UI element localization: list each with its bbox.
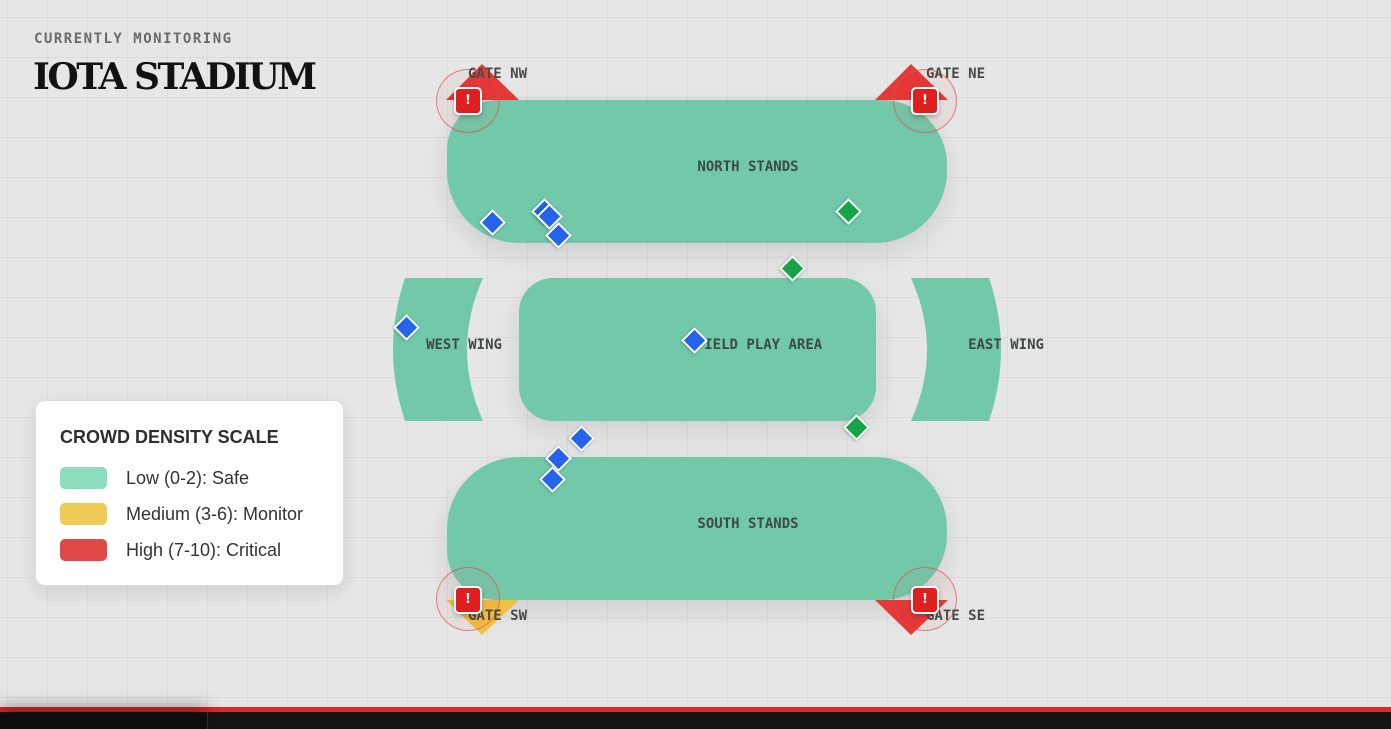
gate-ne-label: GATE NE [926,66,986,82]
monitoring-eyebrow: CURRENTLY MONITORING [34,31,233,47]
gate-sw-alert-badge[interactable]: ! [454,586,482,614]
gate-nw-label: GATE NW [468,66,528,82]
zone-north-label: NORTH STANDS [697,159,799,175]
legend-swatch-medium [60,503,107,525]
zone-south-stands[interactable] [447,457,947,600]
venue-title: IOTA STADIUM [33,56,317,98]
zone-west-wing[interactable] [393,278,485,421]
legend-label-high: High (7-10): Critical [126,540,282,560]
zone-south-label: SOUTH STANDS [697,516,799,532]
legend-label-medium: Medium (3-6): Monitor [126,504,304,524]
gate-se-label: GATE SE [926,608,986,624]
legend-swatch-low [60,467,107,489]
bottom-status-bar [0,707,1391,729]
bottom-bar-tab[interactable] [0,712,208,729]
zone-north-stands[interactable] [447,100,947,243]
legend-swatch-high [60,539,107,561]
zone-field-label: FIELD PLAY AREA [695,337,823,353]
crowd-density-legend: CROWD DENSITY SCALE Low (0-2): Safe Medi… [35,400,344,586]
legend-title: CROWD DENSITY SCALE [60,427,279,447]
staff-marker-blue[interactable] [568,425,595,452]
zone-west-label: WEST WING [426,337,502,353]
gate-ne-alert-badge[interactable]: ! [911,87,939,115]
gate-se-alert-badge[interactable]: ! [911,586,939,614]
legend-label-low: Low (0-2): Safe [126,468,250,488]
zone-east-wing[interactable] [909,278,1001,421]
gate-nw-alert-badge[interactable]: ! [454,87,482,115]
zone-east-label: EAST WING [968,337,1044,353]
gate-sw-label: GATE SW [468,608,528,624]
